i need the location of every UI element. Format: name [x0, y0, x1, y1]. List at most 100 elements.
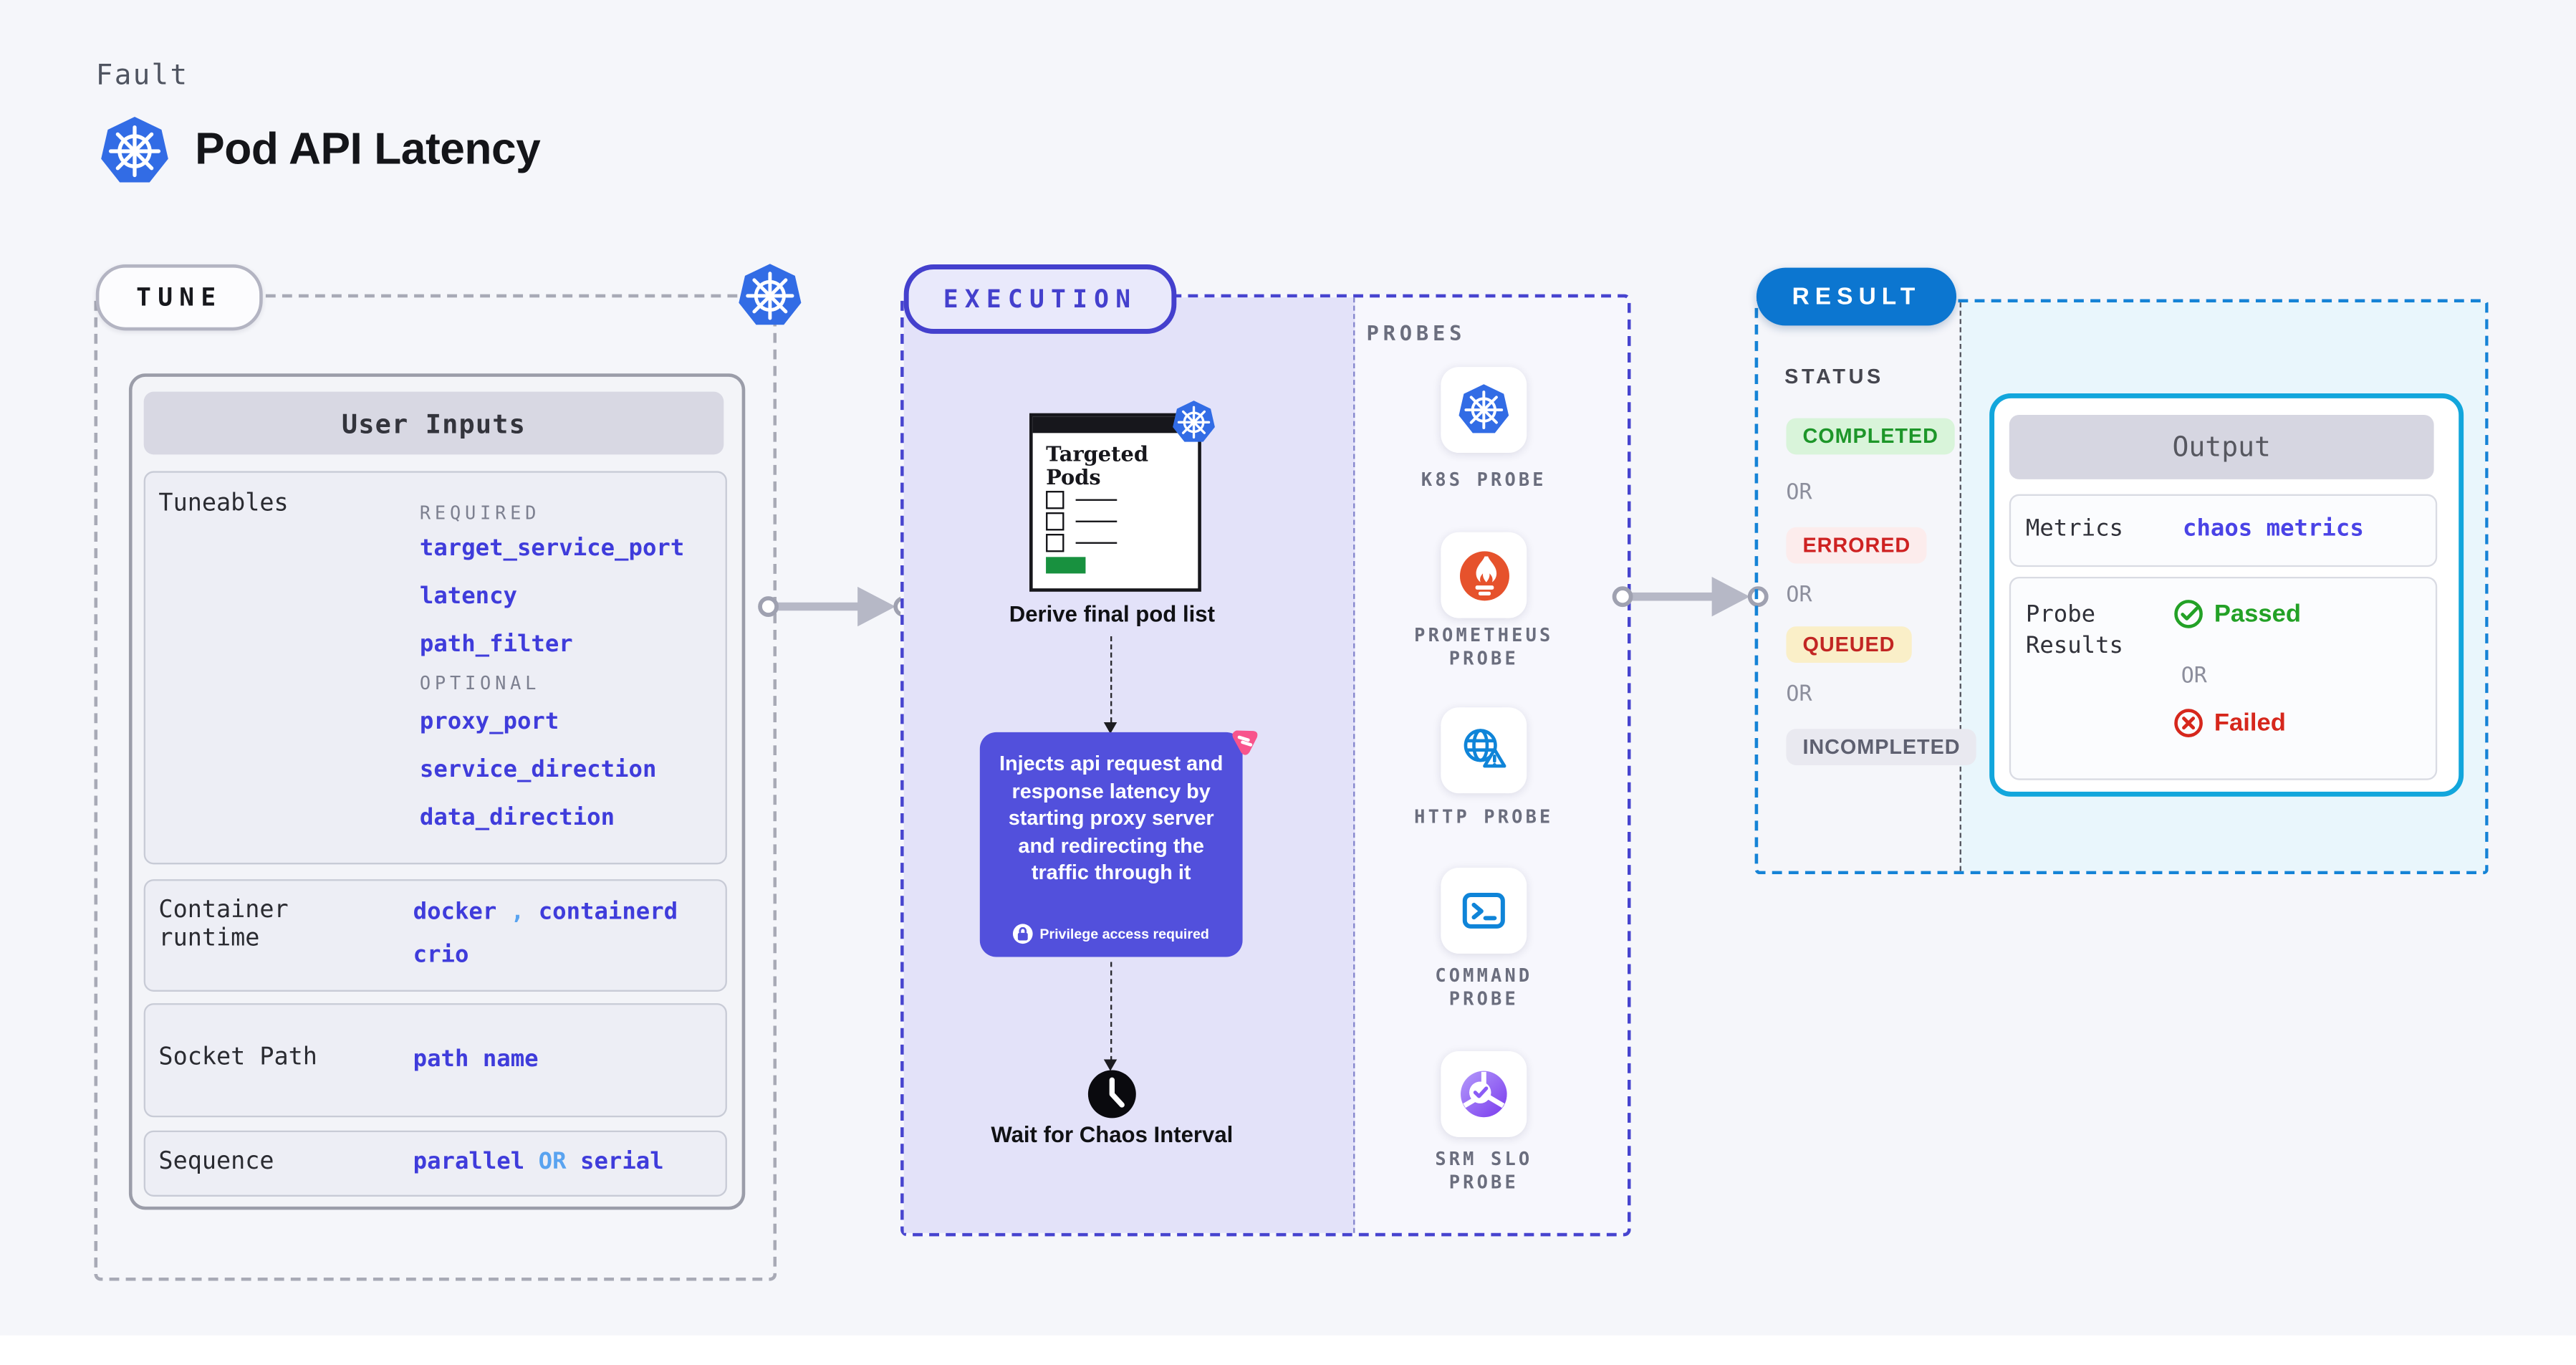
probe-label: HTTP PROBE	[1376, 807, 1591, 830]
passed-text: Passed	[2214, 600, 2302, 628]
probe-label: PROMETHEUS PROBE	[1376, 625, 1591, 671]
probes-title: PROBES	[1366, 320, 1466, 346]
checkbox-icon	[1046, 512, 1064, 531]
required-label: REQUIRED	[419, 502, 541, 525]
flow-arrow-icon	[758, 586, 915, 627]
probe-card-k8s	[1441, 367, 1527, 454]
or-separator: OR	[1786, 583, 1812, 608]
fault-kind-label: Fault	[95, 59, 189, 93]
failed-indicator: Failed	[2173, 707, 2286, 739]
targeted-pods-card: Targeted Pods	[1029, 400, 1216, 592]
command-terminal-icon	[1462, 893, 1505, 929]
runtime-containerd: containerd	[538, 899, 678, 926]
arrow-down-icon	[1103, 1059, 1118, 1071]
prometheus-icon	[1458, 550, 1509, 600]
passed-indicator: Passed	[2173, 598, 2301, 630]
probe-label-line: SRM SLO	[1435, 1149, 1533, 1171]
param-service-direction: service_direction	[419, 757, 657, 784]
probe-label: COMMAND PROBE	[1376, 965, 1591, 1012]
socket-path-row: Socket Path path name	[143, 1003, 727, 1118]
flow-arrow-icon	[1612, 577, 1769, 617]
kubernetes-icon	[1457, 383, 1511, 435]
kubernetes-icon	[1171, 400, 1216, 444]
arrow-down-icon	[1103, 722, 1118, 734]
privilege-note-text: Privilege access required	[1039, 925, 1209, 942]
probe-results-label: Probe Results	[2025, 601, 2124, 660]
status-badge-queued: QUEUED	[1786, 626, 1912, 663]
probe-label-line: PROBE	[1448, 1172, 1519, 1194]
result-divider	[1959, 302, 1961, 871]
probe-label-line: HTTP PROBE	[1414, 806, 1554, 828]
user-inputs-header: User Inputs	[143, 391, 724, 455]
tuneables-row: Tuneables REQUIRED target_service_port l…	[143, 471, 727, 865]
window-titlebar	[1032, 416, 1198, 434]
sequence-label: Sequence	[158, 1149, 274, 1175]
http-globe-warning-icon	[1464, 729, 1506, 768]
chaos-spark-icon	[1232, 730, 1258, 755]
connector-dotted-line	[1110, 962, 1112, 1061]
probe-label-line: COMMAND	[1435, 965, 1533, 987]
bottom-strip	[0, 1335, 2576, 1365]
probe-results-row: Probe Results Passed OR Failed	[2009, 577, 2438, 780]
inject-description-card: Injects api request and response latency…	[979, 730, 1258, 957]
output-header: Output	[2009, 414, 2434, 479]
probe-label-line: PROBE	[1448, 988, 1519, 1010]
metrics-row: Metrics chaos metrics	[2009, 494, 2438, 567]
tuneables-label: Tuneables	[158, 491, 289, 517]
check-circle-icon	[2174, 600, 2203, 628]
runtime-crio: crio	[413, 942, 469, 969]
status-badge-incompleted: INCOMPLETED	[1786, 729, 1977, 765]
privilege-note: Privilege access required	[980, 924, 1243, 944]
sequence-or: OR	[538, 1149, 567, 1175]
or-separator: OR	[2181, 664, 2207, 689]
checkbox-icon	[1046, 534, 1064, 552]
probe-label-line: PROBE	[1448, 648, 1519, 670]
probe-label: K8S PROBE	[1376, 469, 1591, 492]
container-runtime-values: docker , containerd	[413, 899, 678, 926]
pod-list-item	[1046, 512, 1118, 531]
param-path-filter: path_filter	[419, 631, 573, 658]
status-badge-errored: ERRORED	[1786, 527, 1928, 564]
result-badge: RESULT	[1756, 267, 1957, 326]
list-line	[1075, 498, 1118, 502]
wait-chaos-interval-label: Wait for Chaos Interval	[991, 1122, 1234, 1147]
inject-description-text: Injects api request and response latency…	[999, 752, 1224, 885]
or-separator: OR	[1786, 481, 1812, 506]
derive-pod-list-label: Derive final pod list	[1009, 601, 1215, 627]
output-card: Output Metrics chaos metrics Probe Resul…	[1989, 393, 2464, 797]
tune-section-box	[94, 294, 777, 1281]
list-line	[1075, 519, 1118, 523]
param-data-direction: data_direction	[419, 805, 615, 832]
container-runtime-row: Container runtime docker , containerd cr…	[143, 879, 727, 992]
targeted-pods-title: Targeted Pods	[1046, 441, 1148, 489]
param-latency: latency	[419, 583, 518, 610]
clock-icon	[1087, 1070, 1136, 1119]
status-title: STATUS	[1784, 365, 1884, 389]
probe-card-prometheus	[1441, 532, 1527, 618]
metrics-label: Metrics	[2025, 515, 2124, 542]
probe-label: SRM SLO PROBE	[1376, 1149, 1591, 1195]
connector-dotted-line	[1110, 636, 1112, 722]
probe-card-http	[1441, 707, 1527, 794]
tune-badge: TUNE	[95, 264, 263, 331]
socket-path-value: path name	[413, 1046, 539, 1073]
progress-bar	[1046, 557, 1086, 573]
probe-label-line: K8S PROBE	[1421, 469, 1547, 492]
runtime-separator: ,	[510, 899, 525, 926]
pod-list-item	[1046, 491, 1118, 509]
page-title: Pod API Latency	[195, 123, 541, 174]
checkbox-icon	[1046, 491, 1064, 509]
probe-card-srm-slo	[1441, 1050, 1527, 1137]
lock-icon	[1013, 924, 1034, 944]
metrics-value: chaos metrics	[2183, 515, 2364, 542]
sequence-parallel: parallel	[413, 1149, 525, 1175]
param-target-service-port: target_service_port	[419, 535, 685, 562]
sequence-value: parallel OR serial	[413, 1149, 664, 1175]
sequence-serial: serial	[580, 1149, 664, 1175]
status-badge-completed: COMPLETED	[1786, 418, 1955, 455]
runtime-docker: docker	[413, 899, 497, 926]
pod-list-item	[1046, 534, 1118, 552]
list-line	[1075, 541, 1118, 545]
failed-text: Failed	[2214, 709, 2286, 737]
